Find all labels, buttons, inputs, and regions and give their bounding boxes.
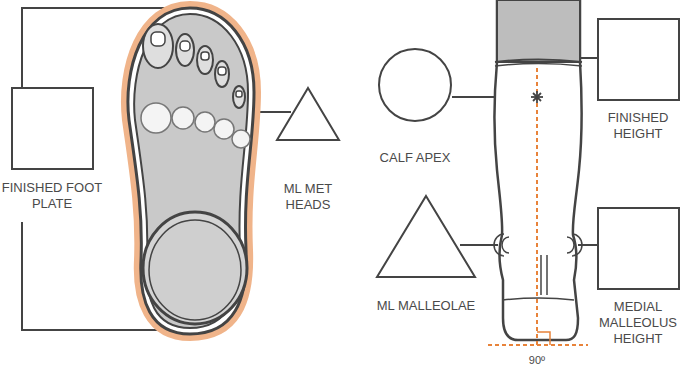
met-head [195, 112, 215, 132]
leader-line [578, 244, 597, 246]
node-label: FINISHED FOOT PLATE [0, 180, 108, 212]
node-shape [276, 87, 340, 141]
toenails [151, 32, 242, 97]
brace-strap [495, 64, 582, 67]
toenail [201, 52, 209, 60]
node-shape [378, 48, 452, 122]
foot-insole [134, 14, 248, 328]
leg-top [497, 0, 580, 62]
foot-outline [128, 8, 254, 334]
box-outline [598, 19, 679, 100]
node-label: CALF APEX [373, 150, 457, 166]
toe [176, 34, 194, 66]
node-label: FINISHED HEIGHT [588, 110, 688, 142]
brace-strap [495, 60, 582, 63]
node-shape [376, 195, 476, 278]
box-outline [12, 88, 93, 169]
triangle-outline [377, 196, 475, 277]
circle-outline [379, 49, 451, 121]
node-label: MEDIAL MALLEOLUS HEIGHT [590, 299, 686, 347]
toes [143, 24, 245, 108]
asterisk-stroke [533, 93, 541, 101]
leg-brace [488, 0, 588, 345]
right-angle-mark [537, 332, 550, 345]
toe [233, 86, 245, 108]
node-label: ML MALLEOLAE [374, 298, 478, 314]
measurement-box: FINISHED HEIGHT [588, 18, 688, 142]
reference-lines [488, 68, 588, 345]
toenail [236, 91, 242, 97]
vertical-axis [536, 68, 538, 345]
trimline [540, 255, 542, 295]
box-outline [598, 208, 679, 289]
toenail [151, 32, 165, 46]
heel-inner [149, 220, 241, 320]
node-shape [11, 87, 94, 170]
measurement-box: MEDIAL MALLEOLUS HEIGHT [590, 207, 686, 347]
leader-line [460, 244, 498, 246]
leader-line [580, 57, 597, 59]
malleolus-arc [567, 237, 574, 253]
foot-plate [125, 5, 257, 337]
triangle-outline [277, 88, 339, 140]
toenail [218, 67, 226, 75]
ml-triangle: ML MALLEOLAE [374, 195, 478, 314]
asterisk-stroke [533, 93, 541, 101]
ml-triangle: ML MET HEADS [266, 87, 350, 213]
foot-halo [125, 5, 257, 337]
floor-line [488, 344, 588, 346]
met-head [232, 130, 250, 148]
toe [143, 24, 173, 68]
trimline [546, 255, 548, 295]
toenail [180, 41, 190, 51]
measurement-box: FINISHED FOOT PLATE [3, 87, 115, 212]
angle-label: 90º [522, 354, 552, 366]
node-shape [597, 18, 680, 101]
leader-line [452, 96, 494, 98]
metatarsal-heads [141, 103, 250, 148]
circumference-circle: CALF APEX [373, 48, 457, 166]
brace-foot-line [503, 298, 574, 300]
brace-outline [494, 0, 581, 340]
met-head [172, 107, 194, 129]
toe [197, 46, 213, 74]
node-label: ML MET HEADS [266, 181, 350, 213]
node-shape [597, 207, 680, 290]
met-head [141, 103, 171, 133]
heel-outer [143, 212, 247, 324]
calf-apex-mark [531, 91, 543, 103]
met-head [214, 119, 234, 139]
malleolus-arc [502, 237, 509, 253]
toe [215, 61, 229, 87]
